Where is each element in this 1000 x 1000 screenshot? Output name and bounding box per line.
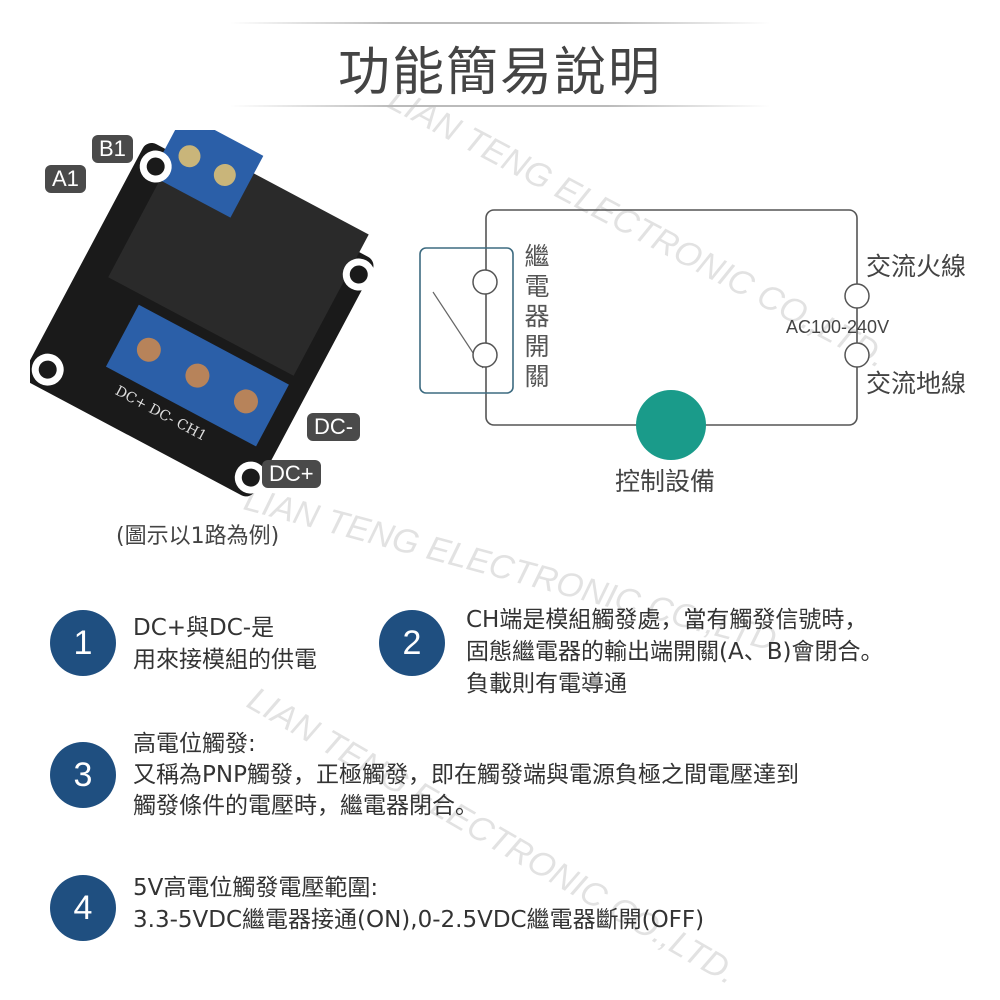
badge-1: 1 (50, 610, 116, 676)
relay-switch-char: 開 (524, 332, 550, 361)
label-dc-minus: DC- (307, 413, 361, 441)
item-4-text: 5V高電位觸發電壓範圍: 3.3-5VDC繼電器接通(ON),0-2.5VDC繼電… (133, 872, 704, 936)
item-3-text: 高電位觸發: 又稱為PNP觸發，正極觸發，即在觸發端與電源負極之間電壓達到觸發條件… (133, 729, 799, 822)
terminal-live (844, 283, 870, 309)
watermark: LIAN TENG ELECTRONIC CO.,LTD. (241, 680, 744, 993)
title-rule-top (230, 22, 770, 24)
relay-switch-label: 繼電器開關 (522, 242, 552, 392)
item-line: 固態繼電器的輸出端開關(A、B)會閉合。 (466, 639, 884, 665)
label-b1: B1 (92, 135, 133, 163)
control-device-node (636, 390, 706, 460)
screw-icon (136, 337, 161, 362)
relay-switch-char: 電 (524, 272, 550, 301)
screw-icon (178, 145, 201, 168)
item-line: 觸發條件的電壓時，繼電器閉合。 (133, 793, 478, 819)
control-device-label: 控制設備 (615, 467, 716, 496)
terminal-a (472, 269, 498, 295)
item-line: 5V高電位觸發電壓範圍: (133, 875, 379, 901)
photo-caption: (圖示以1路為例) (116, 524, 280, 549)
terminal-b (472, 342, 498, 368)
relay-module-photo: DC+ DC- CH1 (30, 130, 375, 497)
neutral-wire-label: 交流地線 (866, 369, 967, 398)
voltage-label: AC100-240V (786, 317, 890, 337)
badge-4: 4 (50, 875, 116, 941)
screw-icon (213, 163, 236, 186)
badge-2: 2 (379, 610, 445, 676)
item-line: 高電位觸發: (133, 731, 256, 757)
item-line: 負載則有電導通 (466, 671, 627, 697)
label-dc-plus: DC+ (262, 460, 321, 488)
relay-switch-char: 關 (524, 362, 550, 391)
relay-switch-box (419, 247, 514, 394)
item-line: 又稱為PNP觸發，正極觸發，即在觸發端與電源負極之間電壓達到 (133, 762, 799, 788)
screw-icon (185, 363, 210, 388)
badge-3: 3 (50, 742, 116, 808)
relay-switch-char: 繼 (524, 242, 550, 271)
page-title: 功能簡易說明 (337, 43, 662, 103)
terminal-neutral (844, 342, 870, 368)
item-1-text: DC+與DC-是用來接模組的供電 (133, 612, 317, 676)
item-line: 用來接模組的供電 (133, 647, 317, 673)
title-rule-bottom (230, 105, 770, 107)
wiring-diagram (419, 209, 870, 460)
item-line: DC+與DC-是 (133, 615, 275, 641)
item-line: CH端是模組觸發處，當有觸發信號時， (466, 607, 868, 633)
item-2-text: CH端是模組觸發處，當有觸發信號時， 固態繼電器的輸出端開關(A、B)會閉合。負載… (466, 604, 883, 700)
screw-icon (233, 389, 258, 414)
item-line: 3.3-5VDC繼電器接通(ON),0-2.5VDC繼電器斷開(OFF) (133, 907, 705, 933)
live-wire-label: 交流火線 (866, 252, 967, 281)
ac-terminal-block (150, 130, 264, 218)
relay-body (108, 135, 369, 376)
relay-switch-char: 器 (524, 302, 550, 331)
label-a1: A1 (45, 165, 86, 193)
